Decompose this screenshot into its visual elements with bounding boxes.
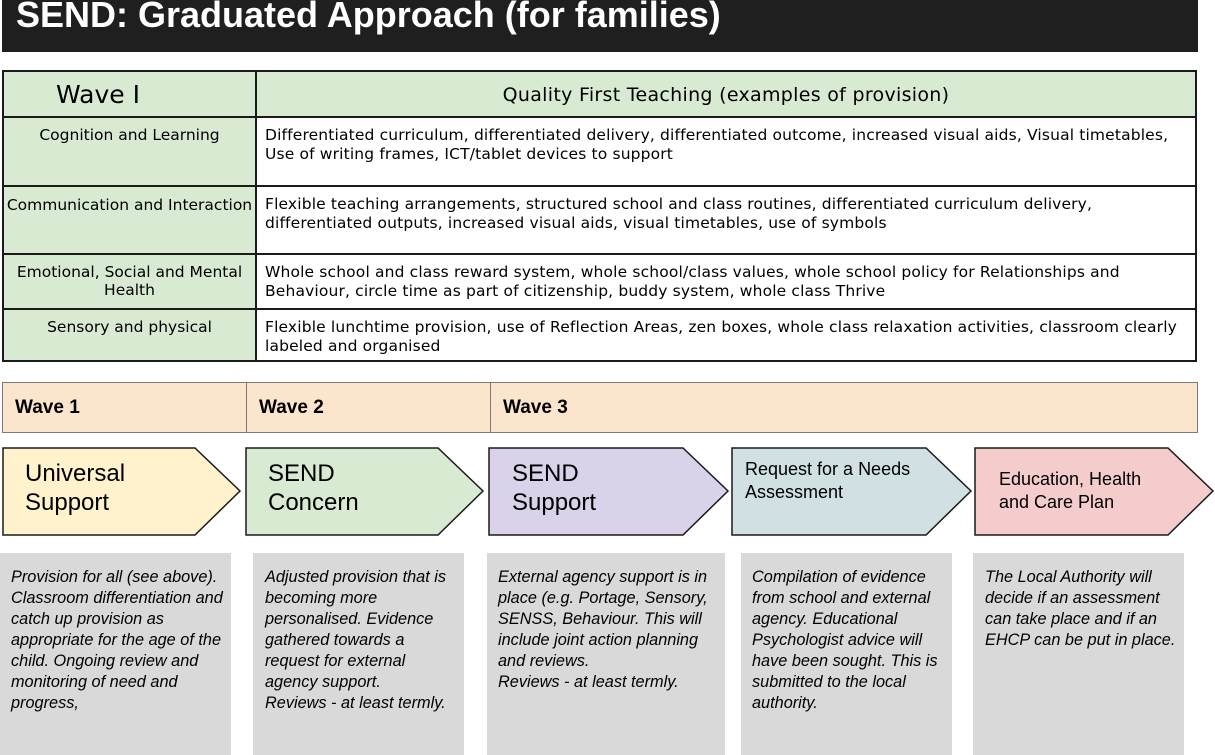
stage-description-send-support: External agency support is in place (e.g…	[487, 553, 725, 755]
wave-header-band: Wave 1 Wave 2 Wave 3	[2, 382, 1198, 433]
description-text: Provision for all (see above). Classroom…	[11, 568, 223, 712]
wave1-label-cell: Wave I	[4, 72, 257, 116]
table-row-communication: Communication and Interaction Flexible t…	[4, 187, 1195, 255]
arrow-shape	[974, 447, 1215, 536]
table-row-cognition: Cognition and Learning Differentiated cu…	[4, 118, 1195, 187]
arrow-shape	[731, 447, 973, 536]
provision-text: Whole school and class reward system, wh…	[265, 263, 1120, 300]
arrow-shape	[488, 447, 730, 536]
category-label: Sensory and physical	[47, 318, 212, 336]
wave1-heading: Quality First Teaching (examples of prov…	[502, 84, 950, 106]
provision-text: Differentiated curriculum, differentiate…	[265, 126, 1169, 163]
stage-label: Education, Health and Care Plan	[999, 469, 1142, 512]
category-label: Emotional, Social and Mental Health	[16, 263, 243, 299]
provision-text: Flexible teaching arrangements, structur…	[265, 195, 1093, 232]
category-label: Cognition and Learning	[39, 126, 220, 144]
table-row-emotional: Emotional, Social and Mental Health Whol…	[4, 255, 1195, 310]
page-title: SEND: Graduated Approach (for families)	[16, 0, 721, 35]
description-text: The Local Authority will decide if an as…	[985, 568, 1176, 649]
stage-description-ehcp: The Local Authority will decide if an as…	[973, 553, 1184, 755]
stage-arrow-send-support: SEND Support	[488, 447, 730, 536]
category-label: Communication and Interaction	[6, 196, 253, 214]
wave-3-header: Wave 3	[503, 397, 568, 418]
wave1-label: Wave I	[56, 80, 140, 109]
stage-description-send-concern: Adjusted provision that is becoming more…	[253, 553, 464, 755]
arrow-shape	[245, 447, 485, 536]
stage-label: Request for a Needs Assessment	[745, 459, 911, 502]
wave-2-header: Wave 2	[247, 383, 491, 432]
category-cell: Emotional, Social and Mental Health	[4, 255, 257, 308]
stage-label: Universal Support	[25, 460, 126, 516]
provision-text: Flexible lunchtime provision, use of Ref…	[265, 318, 1177, 355]
wave1-provision-table: Wave I Quality First Teaching (examples …	[2, 70, 1197, 362]
stage-label: SEND Concern	[268, 460, 359, 516]
wave-1-header: Wave 1	[3, 383, 247, 432]
description-text: External agency support is in place (e.g…	[498, 568, 708, 691]
category-cell: Cognition and Learning	[4, 118, 257, 185]
table-row-sensory: Sensory and physical Flexible lunchtime …	[4, 310, 1195, 360]
stage-arrow-universal-support: Universal Support	[2, 447, 242, 536]
category-cell: Communication and Interaction	[4, 187, 257, 253]
stage-description-needs-assessment: Compilation of evidence from school and …	[741, 553, 952, 755]
stage-arrow-send-concern: SEND Concern	[245, 447, 485, 536]
description-text: Compilation of evidence from school and …	[752, 568, 938, 712]
stage-label: SEND Support	[512, 460, 597, 516]
title-bar: SEND: Graduated Approach (for families)	[2, 0, 1198, 52]
arrow-shape	[2, 447, 242, 536]
category-cell: Sensory and physical	[4, 310, 257, 360]
stage-description-universal-support: Provision for all (see above). Classroom…	[0, 553, 231, 755]
stage-arrow-needs-assessment: Request for a Needs Assessment	[731, 447, 973, 536]
wave1-table-header: Wave I Quality First Teaching (examples …	[4, 72, 1195, 118]
description-text: Adjusted provision that is becoming more…	[265, 568, 447, 712]
stage-arrow-ehcp: Education, Health and Care Plan	[974, 447, 1215, 536]
